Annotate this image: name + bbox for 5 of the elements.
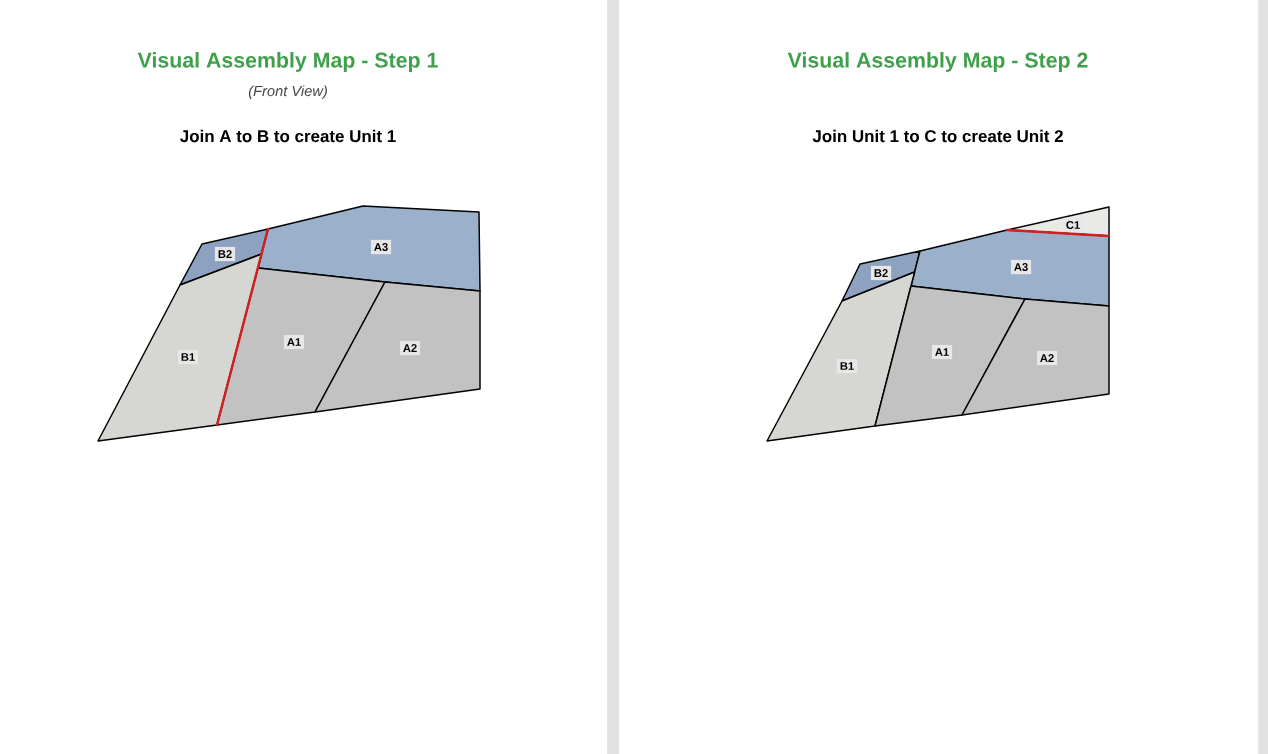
heading: Join Unit 1 to C to create Unit 2 — [812, 129, 1063, 143]
title: Visual Assembly Map - Step 1 — [137, 52, 438, 72]
title: Visual Assembly Map - Step 2 — [787, 52, 1088, 72]
heading: Join A to B to create Unit 1 — [180, 129, 396, 143]
subtitle: (Front View) — [248, 85, 327, 100]
